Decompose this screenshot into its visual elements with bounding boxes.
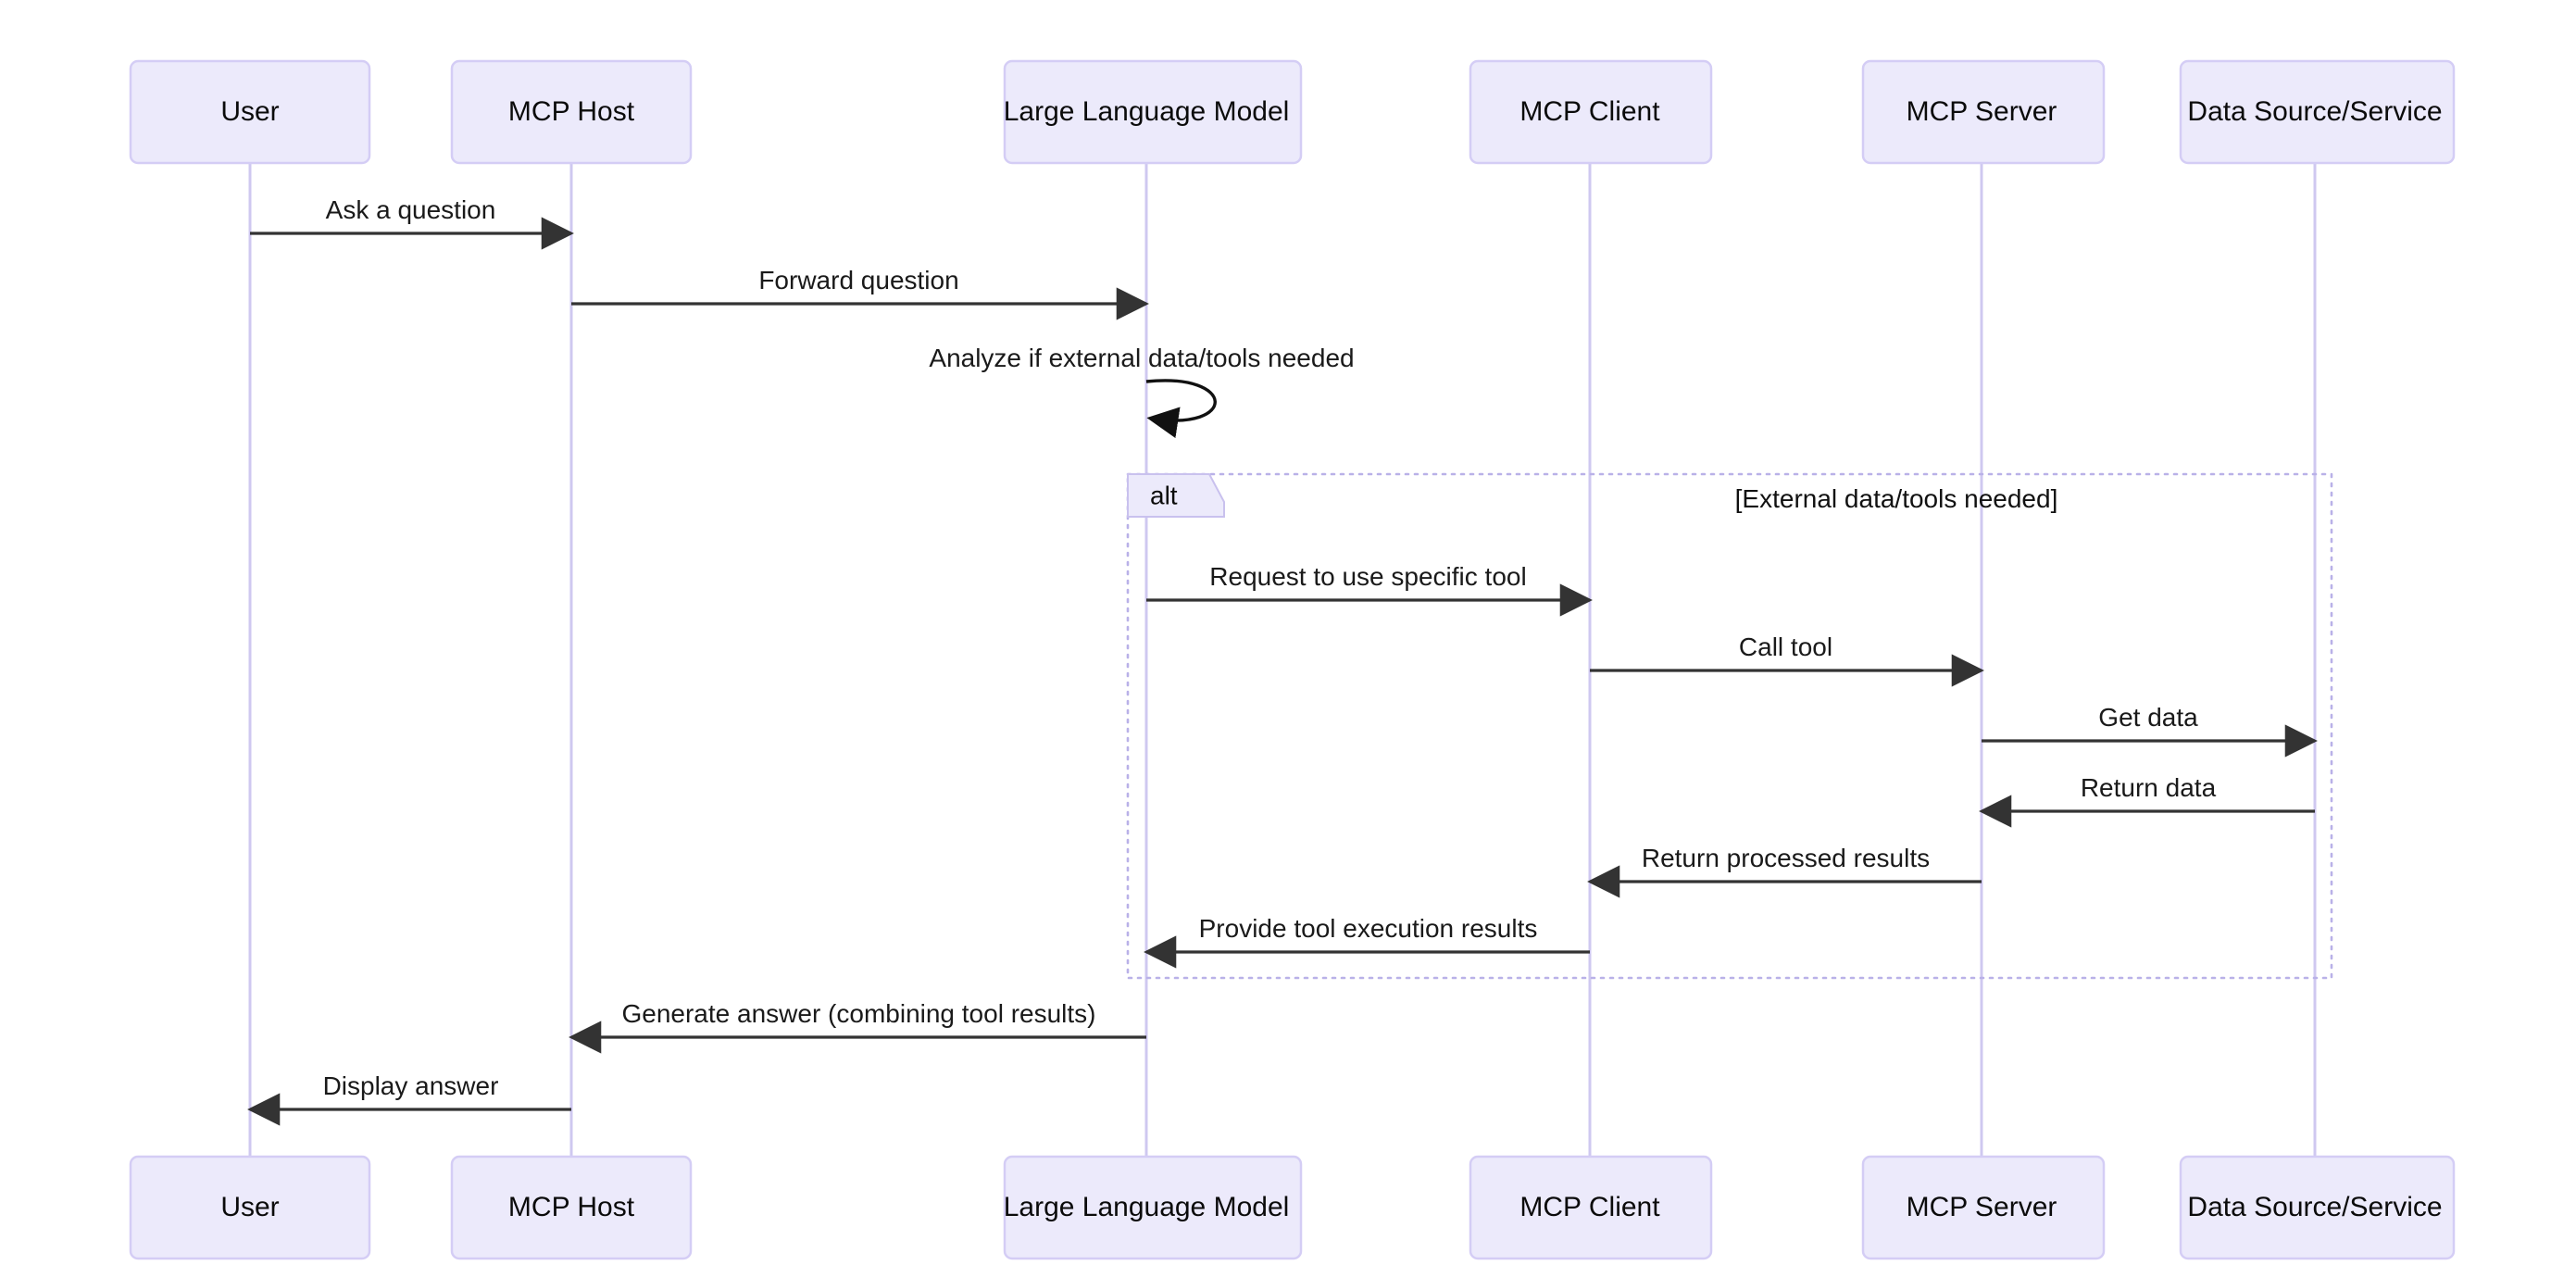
message-m7[interactable]: Return data — [1979, 773, 2315, 828]
self-message-loop — [1145, 379, 1217, 439]
message-m6[interactable]: Get data — [1982, 703, 2318, 758]
message-label: Request to use specific tool — [1209, 562, 1526, 591]
participant-label: User — [220, 1192, 279, 1222]
participant-llm-bottom[interactable]: Large Language Model — [1003, 1155, 1303, 1260]
participant-label: MCP Client — [1519, 1192, 1660, 1222]
message-m4[interactable]: Request to use specific tool — [1146, 562, 1593, 617]
participant-box-rect — [2179, 59, 2456, 165]
participant-label: MCP Server — [1907, 1192, 2057, 1222]
participant-label: MCP Client — [1519, 96, 1660, 127]
participant-label: Large Language Model — [1004, 1192, 1290, 1222]
participant-user-top[interactable]: User — [129, 59, 371, 165]
message-label: Return processed results — [1642, 844, 1930, 872]
participant-label: Data Source/Service — [2187, 96, 2442, 127]
participant-label: MCP Host — [508, 96, 635, 127]
participant-server-bottom[interactable]: MCP Server — [1861, 1155, 2106, 1260]
participant-box-rect — [1003, 1155, 1303, 1260]
participant-user-bottom[interactable]: User — [129, 1155, 371, 1260]
lifelines-group — [248, 163, 2317, 1157]
fragment-alt: alt [External data/tools needed] — [1126, 472, 2333, 980]
participant-label: User — [220, 96, 279, 127]
participant-label: Data Source/Service — [2187, 1192, 2442, 1222]
message-m2[interactable]: Forward question — [571, 266, 1149, 320]
participant-client-top[interactable]: MCP Client — [1469, 59, 1713, 165]
participant-client-bottom[interactable]: MCP Client — [1469, 1155, 1713, 1260]
participant-source-bottom[interactable]: Data Source/Service — [2179, 1155, 2456, 1260]
fragment-operator-label: alt — [1150, 481, 1178, 509]
message-m9[interactable]: Provide tool execution results — [1144, 914, 1590, 969]
fragment-frame — [1126, 472, 2333, 980]
fragment-operator-tab — [1127, 473, 1225, 518]
message-label: Forward question — [758, 266, 958, 294]
fragments-group: alt [External data/tools needed] — [1126, 472, 2333, 980]
participant-box-rect — [1003, 59, 1303, 165]
participant-boxes-top: User MCP Host Large Language Model MCP Clie… — [129, 59, 2456, 165]
participant-source-top[interactable]: Data Source/Service — [2179, 59, 2456, 165]
message-label: Provide tool execution results — [1199, 914, 1538, 943]
message-label: Generate answer (combining tool results) — [621, 999, 1095, 1028]
participant-box-rect — [1469, 59, 1713, 165]
message-m5[interactable]: Call tool — [1590, 632, 1984, 687]
participant-box-rect — [450, 1155, 693, 1260]
fragment-condition-label: [External data/tools needed] — [1735, 484, 2058, 513]
message-label: Return data — [2081, 773, 2217, 802]
participant-label: MCP Server — [1907, 96, 2057, 127]
message-m1[interactable]: Ask a question — [250, 195, 574, 250]
participant-box-rect — [2179, 1155, 2456, 1260]
participant-label: MCP Host — [508, 1192, 635, 1222]
message-m10[interactable]: Generate answer (combining tool results) — [569, 999, 1146, 1054]
message-label: Ask a question — [326, 195, 496, 224]
participant-box-rect — [1469, 1155, 1713, 1260]
message-label: Analyze if external data/tools needed — [929, 344, 1354, 372]
participant-box-rect — [450, 59, 693, 165]
participant-host-top[interactable]: MCP Host — [450, 59, 693, 165]
participant-box-rect — [1861, 1155, 2106, 1260]
message-label: Call tool — [1739, 632, 1832, 661]
message-m3[interactable]: Analyze if external data/tools needed — [929, 344, 1355, 439]
participant-box-rect — [1861, 59, 2106, 165]
message-label: Display answer — [323, 1071, 499, 1100]
message-label: Get data — [2098, 703, 2198, 732]
participant-llm-top[interactable]: Large Language Model — [1003, 59, 1303, 165]
message-m11[interactable]: Display answer — [247, 1071, 571, 1126]
message-m8[interactable]: Return processed results — [1587, 844, 1982, 898]
participant-host-bottom[interactable]: MCP Host — [450, 1155, 693, 1260]
participant-boxes-bottom: User MCP Host Large Language Model MCP Clie… — [129, 1155, 2456, 1260]
participant-box-rect — [129, 59, 371, 165]
participant-label: Large Language Model — [1004, 96, 1290, 127]
participant-box-rect — [129, 1155, 371, 1260]
participant-server-top[interactable]: MCP Server — [1861, 59, 2106, 165]
